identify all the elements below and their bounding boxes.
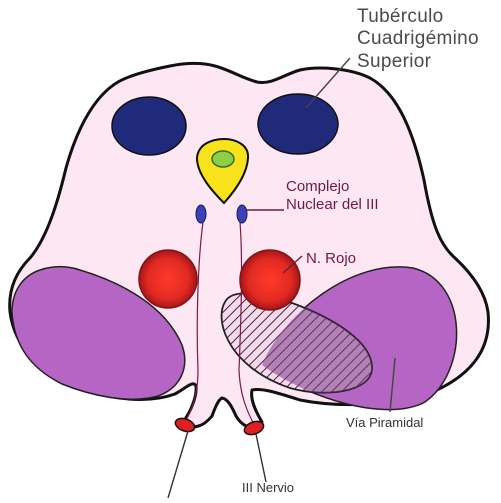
red-nucleus-right [240, 250, 300, 310]
label-tuberculo-line1: Tubérculo [357, 6, 479, 28]
leader-nervio-right [256, 434, 266, 482]
red-nucleus-left [139, 250, 197, 308]
superior-colliculus-left [112, 97, 186, 155]
superior-colliculus-right [258, 94, 338, 154]
label-nucleo-rojo: N. Rojo [306, 250, 356, 268]
label-complejo-line2: Nuclear del III [286, 196, 379, 214]
aqueduct-lumen [212, 151, 234, 167]
label-tuberculo-line2: Cuadrigémino [357, 28, 479, 50]
leader-nervio-left [168, 431, 188, 498]
oculomotor-nucleus-left [196, 205, 206, 223]
label-via-piramidal: Vía Piramidal [346, 415, 423, 430]
label-tuberculo-cuadrigemino-superior: Tubérculo Cuadrigémino Superior [357, 6, 479, 73]
oculomotor-nucleus-right [237, 205, 247, 223]
label-complejo-line1: Complejo [286, 178, 379, 196]
label-tuberculo-line3: Superior [357, 51, 479, 73]
label-iii-nervio: III Nervio [242, 480, 294, 495]
label-complejo-nuclear: Complejo Nuclear del III [286, 178, 379, 213]
